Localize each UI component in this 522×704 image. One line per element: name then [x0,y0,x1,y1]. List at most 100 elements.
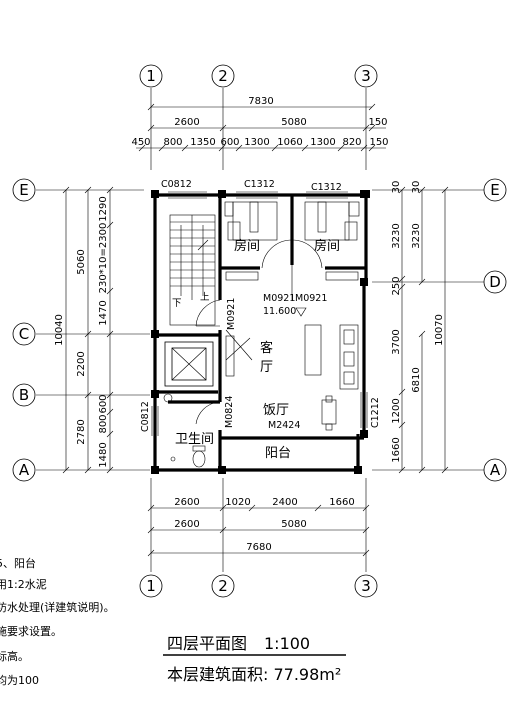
stair-up-label: 上 [200,292,210,303]
window-code-c0812-top: C0812 [161,179,192,190]
dim-bottom-d3: 2400 [272,497,297,508]
dim-right-h: 10070 [434,314,445,346]
dim-left-upper: 5060 [76,249,87,274]
dim-bottom-s2: 5080 [281,519,306,530]
dim-left-d6: 1480 [98,442,109,467]
dim-top-d5: 1300 [244,137,269,148]
bathroom-fixtures [163,393,206,468]
dim-left-mid: 2200 [76,351,87,376]
axis-lines [36,88,484,572]
staircase: 下 上 [169,214,216,326]
dim-right-b: 3230 [411,223,422,248]
dim-left-d2: 230*10=2300 [98,223,109,294]
axis-2-top: 2 [218,67,228,85]
dim-left-d1: 1290 [98,196,109,221]
dim-bottom-d4: 1660 [329,497,354,508]
left-dimensions: 10040 5060 2200 2780 1290 230*10=2300 14… [54,186,114,474]
dim-left-lower: 2780 [76,419,87,444]
door-code-m0921-c: M0921 [226,298,237,330]
dim-top-d7: 1300 [310,137,335,148]
axis-A-right: A [490,461,501,479]
dim-right-c: 250 [391,276,402,295]
dim-top-d6: 1060 [277,137,302,148]
drawing-scale: 1:100 [264,634,310,653]
door-code-m0824: M0824 [224,396,235,428]
dim-top-d9: 150 [369,137,388,148]
dim-top-total: 7830 [248,96,273,107]
door-code-m2424: M2424 [268,420,300,431]
window-code-c1312-b: C1312 [311,182,342,193]
room-bedroom-2: 房间 [314,238,340,254]
dim-left-d3: 1470 [98,300,109,325]
axis-D-right: D [489,273,501,291]
note-5: 标高。 [0,649,29,663]
note-1: 5、阳台 [0,556,36,570]
axis-E-left: E [19,181,28,199]
dim-top-d1: 450 [131,137,150,148]
axis-bubbles: 1 2 3 1 2 3 E C B A E D A [12,64,507,598]
note-2: 用1:2水泥 [0,578,47,591]
axis-B-left: B [19,386,29,404]
dim-top-d3: 1350 [190,137,215,148]
dim-top-d8: 820 [342,137,361,148]
dim-bottom-total: 7680 [246,542,271,553]
dim-left-total: 10040 [54,314,65,346]
axis-A-left: A [19,461,30,479]
room-living-b: 厅 [260,360,273,375]
dim-bottom-d1: 2600 [174,497,199,508]
drawing-title: 四层平面图 [167,634,247,653]
floor-elevation: 11.600 [263,306,296,317]
dim-top-d2: 800 [163,137,182,148]
room-dining: 饭厅 [263,403,289,418]
stair-down-label: 下 [172,298,182,309]
dim-top-seg1: 2600 [174,117,199,128]
room-living-a: 客 [260,340,273,356]
title-block: 四层平面图 1:100 本层建筑面积: 77.98m² [163,634,346,684]
room-labels: C0812 C1312 C1312 房间 房间 M0921 M0921 11.6… [140,179,381,461]
axis-E-right: E [490,181,499,199]
room-balcony: 阳台 [265,446,291,461]
room-bathroom: 卫生间 [175,432,214,447]
dim-bottom-s1: 2600 [174,519,199,530]
dim-right-f: 1660 [391,437,402,462]
door-swings [195,239,323,425]
door-code-m0921-b: M0921 [295,293,327,304]
dim-right-d: 3700 [391,329,402,354]
window-code-c1312-a: C1312 [244,179,275,190]
windows [151,191,368,436]
dim-bottom-d2: 1020 [225,497,250,508]
furniture-living [225,324,359,431]
bottom-dimensions: 2600 1020 2400 1660 2600 5080 7680 [147,497,370,557]
axis-C-left: C [19,325,29,343]
axis-1-top: 1 [146,67,156,85]
note-4: 施要求设置。 [0,625,62,638]
walls [151,190,370,474]
dim-top-d4: 600 [220,137,239,148]
elevator [164,341,214,387]
dim-right-e: 1200 [391,398,402,423]
dim-right-i: 30 [391,181,402,194]
window-code-c0812-left: C0812 [140,401,151,432]
dim-left-d4: 600 [98,394,109,413]
axis-2-bottom: 2 [218,577,228,595]
axis-3-top: 3 [361,67,371,85]
dim-right-j: 30 [411,181,422,194]
dim-right-a: 3230 [391,223,402,248]
furniture-bedrooms [224,201,360,281]
window-code-c1212: C1212 [370,397,381,428]
axis-3-bottom: 3 [361,577,371,595]
floor-area: 本层建筑面积: 77.98m² [167,665,341,684]
right-dimensions: 30 30 3230 3230 250 3700 1200 1660 6810 … [391,181,449,474]
dim-left-d5: 800 [98,414,109,433]
notes: 5、阳台 用1:2水泥 防水处理(详建筑说明)。 施要求设置。 标高。 均为10… [0,556,115,687]
dim-top-seg3: 150 [368,117,387,128]
room-bedroom-1: 房间 [234,238,260,254]
note-3: 防水处理(详建筑说明)。 [0,600,115,614]
axis-1-bottom: 1 [146,577,156,595]
dim-right-g: 6810 [411,367,422,392]
dim-top-seg2: 5080 [281,117,306,128]
door-code-m0921-a: M0921 [263,293,295,304]
note-6: 均为100 [0,674,39,687]
